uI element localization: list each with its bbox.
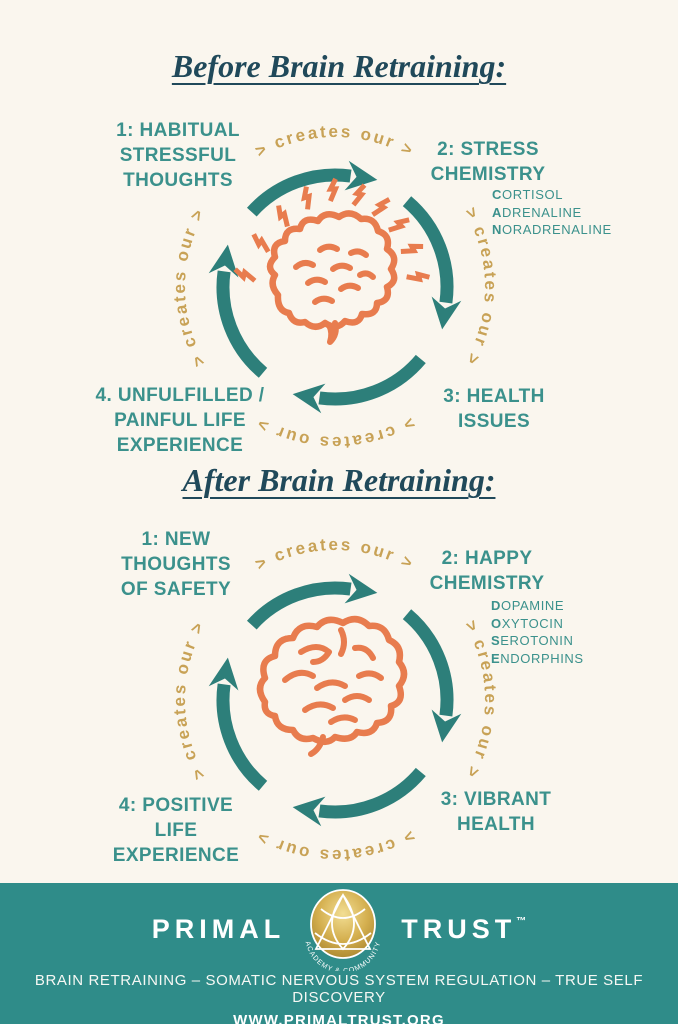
stressed-brain-icon (233, 177, 431, 345)
creates-our-label: > creates our > (252, 826, 418, 865)
before-node-4: 4. UNFULFILLED / PAINFUL LIFE EXPERIENCE (95, 385, 265, 457)
footer-tagline: BRAIN RETRAINING – SOMATIC NERVOUS SYSTE… (34, 972, 644, 1006)
footer: PRIMAL (0, 883, 678, 1024)
creates-our-label: > creates our > (252, 535, 418, 574)
brand-word-trust: TRUST™ (401, 913, 527, 944)
before-node-2: 2: STRESS CHEMISTRY (430, 139, 546, 186)
chemical-item: NORADRENALINE (492, 222, 612, 238)
chemical-item: ENDORPHINS (491, 650, 584, 666)
lightning-bolts-icon (233, 177, 431, 283)
chemical-item: ADRENALINE (492, 204, 582, 220)
before-node-1: 1: HABITUAL STRESSFUL THOUGHTS (116, 120, 240, 192)
primal-trust-emblem-icon: ACADEMY & COMMUNITY (304, 889, 382, 971)
before-chemicals-list: CORTISOL ADRENALINE NORADRENALINE (492, 186, 612, 239)
brand-logo: PRIMAL (151, 887, 527, 971)
after-node-4: 4: POSITIVE LIFE EXPERIENCE (112, 795, 240, 867)
chemical-item: OXYTOCIN (491, 615, 564, 631)
chemical-item: SEROTONIN (491, 633, 574, 649)
chemical-item: DOPAMINE (491, 598, 565, 613)
cycle-arrows-icon (208, 160, 462, 414)
before-node-3: 3: HEALTH ISSUES (443, 386, 545, 433)
trademark-symbol: ™ (516, 915, 527, 927)
creates-our-label: > creates our > (252, 122, 418, 161)
creates-our-label: > creates our > (461, 204, 500, 370)
calm-brain-icon (256, 615, 408, 757)
after-title: After Brain Retraining: (182, 462, 496, 498)
creates-our-label: > creates our > (170, 204, 209, 370)
after-node-2: 2: HAPPY CHEMISTRY (429, 548, 545, 595)
creates-our-label: > creates our > (461, 617, 500, 783)
after-node-1: 1: NEW THOUGHTS OF SAFETY (120, 529, 232, 601)
after-chemicals-list: DOPAMINE OXYTOCIN SEROTONIN ENDORPHINS (491, 597, 584, 667)
footer-website: WWW.PRIMALTRUST.ORG (233, 1012, 445, 1024)
brand-word-primal: PRIMAL (151, 913, 286, 944)
chemical-item: CORTISOL (492, 187, 564, 202)
after-cycle-diagram: > creates our > > creates our > > create… (170, 535, 500, 865)
creates-our-label: > creates our > (252, 413, 418, 452)
before-title: Before Brain Retraining: (171, 48, 507, 84)
after-node-3: 3: VIBRANT HEALTH (440, 789, 552, 836)
before-cycle-diagram: > creates our > > creates our > > create… (170, 122, 500, 452)
creates-our-label: > creates our > (170, 617, 209, 783)
cycle-arrows-icon (208, 573, 462, 827)
